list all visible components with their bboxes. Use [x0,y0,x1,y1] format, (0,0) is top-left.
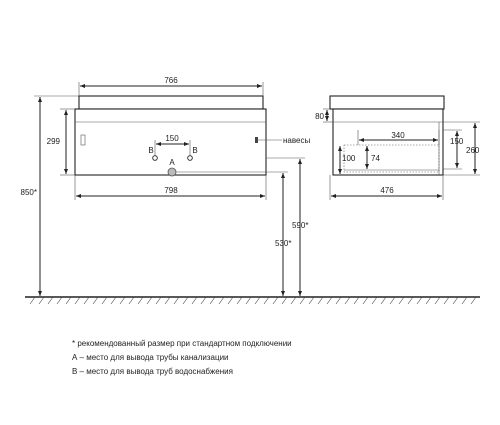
floor-hatch-mark [209,296,216,305]
floor-hatch-mark [407,296,414,305]
floor-hatch-mark [47,296,54,305]
floor-hatch-mark [326,296,333,305]
floor-hatch-mark [218,296,225,305]
dim-476: 476 [380,186,394,195]
floor-hatch-mark [317,296,324,305]
floor-hatch-mark [308,296,315,305]
dim-100: 100 [342,154,356,163]
floor-hatch-mark [56,296,63,305]
floor-hatch-mark [92,296,99,305]
label-a: A [169,158,175,167]
floor-hatch-mark [272,296,279,305]
floor-hatch-mark [83,296,90,305]
note-recommended-size: * рекомендованный размер при стандартном… [72,339,292,348]
floor-hatch-mark [281,296,288,305]
label-b-right: B [192,146,197,155]
front-view: 766 299 850* 798 150 B B A навесы 590 [21,76,310,296]
dim-80: 80 [315,112,324,121]
floor-hatch-mark [380,296,387,305]
floor-hatch-mark [164,296,171,305]
floor-hatch-mark [227,296,234,305]
floor-hatching [29,296,477,305]
floor-hatch-mark [137,296,144,305]
front-countertop [78,95,264,110]
floor-hatch-mark [200,296,207,305]
hinge-icon [255,137,258,143]
dim-530: 530* [275,239,291,248]
dim-150-side: 150 [450,137,464,146]
floor-hatch-mark [74,296,81,305]
floor-hatch-mark [65,296,72,305]
floor-hatch-mark [155,296,162,305]
floor-hatch-mark [146,296,153,305]
floor-hatch-mark [290,296,297,305]
floor-line [25,296,480,305]
floor-hatch-mark [263,296,270,305]
label-hinges: навесы [283,136,310,145]
floor-hatch-mark [344,296,351,305]
dim-74: 74 [371,154,380,163]
floor-hatch-mark [173,296,180,305]
floor-hatch-mark [38,296,45,305]
side-cabinet-body [332,108,444,176]
floor-hatch-mark [119,296,126,305]
water-pipe-left-icon [152,155,158,161]
floor-hatch-mark [128,296,135,305]
floor-hatch-mark [182,296,189,305]
floor-hatch-mark [29,296,36,305]
floor-hatch-mark [335,296,342,305]
dim-top-width: 766 [164,76,178,85]
floor-hatch-mark [362,296,369,305]
notes-block: * рекомендованный размер при стандартном… [72,337,492,379]
floor-hatch-mark [470,296,477,305]
floor-hatch-mark [353,296,360,305]
floor-hatch-mark [371,296,378,305]
side-drawer-outline [343,144,440,173]
floor-hatch-mark [398,296,405,305]
dim-260: 260 [466,146,480,155]
floor-hatch-mark [452,296,459,305]
side-view: 80 340 150 260 100 74 476 [315,95,480,200]
dim-340: 340 [391,131,405,140]
floor-hatch-mark [425,296,432,305]
floor-hatch-mark [416,296,423,305]
note-drain-location: А – место для вывода трубы канализации [72,353,229,362]
floor-hatch-mark [299,296,306,305]
floor-hatch-mark [110,296,117,305]
floor-hatch-mark [443,296,450,305]
side-countertop [329,95,445,110]
front-handle-icon [80,134,86,146]
drain-pipe-icon [167,167,177,177]
floor-hatch-mark [191,296,198,305]
floor-hatch-mark [434,296,441,305]
label-b-left: B [148,146,153,155]
floor-hatch-mark [245,296,252,305]
dim-body-height: 299 [47,137,61,146]
note-water-supply-location: В – место для вывода труб водоснабжения [72,367,233,376]
water-pipe-right-icon [187,155,193,161]
floor-hatch-mark [254,296,261,305]
dim-bottom-width: 798 [164,186,178,195]
floor-hatch-mark [236,296,243,305]
dim-590: 590* [292,221,308,230]
floor-hatch-mark [461,296,468,305]
dim-b-spacing: 150 [165,134,179,143]
floor-hatch-mark [389,296,396,305]
floor-hatch-mark [101,296,108,305]
dim-total-height: 850* [21,188,37,197]
